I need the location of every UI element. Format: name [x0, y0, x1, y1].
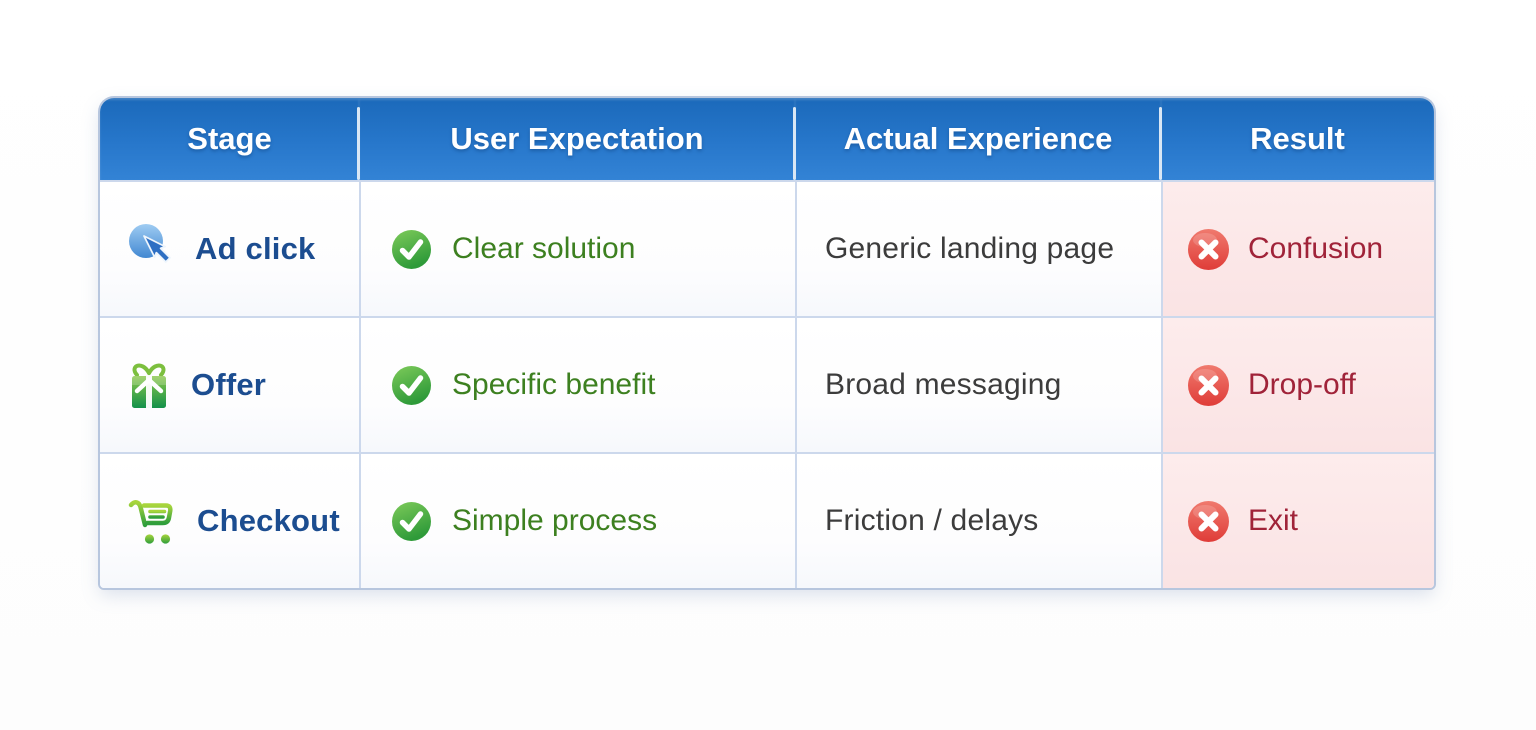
- check-circle-icon: [391, 365, 432, 406]
- stage-label: Checkout: [197, 503, 340, 538]
- comparison-table-grid: Stage User Expectation Actual Experience…: [100, 98, 1434, 588]
- stage-label: Offer: [191, 367, 267, 402]
- stage-label: Ad click: [195, 231, 316, 266]
- x-circle-icon: [1187, 500, 1230, 543]
- column-header-stage: Stage: [100, 98, 359, 180]
- row-adclick-experience-cell: Generic landing page: [795, 180, 1161, 316]
- row-offer-experience-cell: Broad messaging: [795, 316, 1161, 452]
- result-label: Drop-off: [1248, 368, 1356, 401]
- cursor-click-icon: [124, 221, 178, 277]
- check-circle-icon: [391, 501, 432, 542]
- row-checkout-experience-cell: Friction / delays: [795, 452, 1161, 588]
- row-checkout-stage-cell: Checkout: [100, 452, 359, 588]
- row-offer-expectation-cell: Specific benefit: [359, 316, 795, 452]
- result-label: Confusion: [1248, 232, 1384, 265]
- column-header-user-expectation: User Expectation: [357, 98, 795, 180]
- expectation-label: Clear solution: [452, 232, 636, 265]
- row-checkout-result-cell: Exit: [1161, 452, 1434, 588]
- column-header-stage-label: Stage: [187, 121, 272, 156]
- experience-label: Friction / delays: [825, 504, 1039, 537]
- result-label: Exit: [1248, 504, 1299, 537]
- expectation-label: Simple process: [452, 504, 658, 537]
- column-header-actual-experience: Actual Experience: [793, 98, 1161, 180]
- row-checkout-expectation-cell: Simple process: [359, 452, 795, 588]
- x-circle-icon: [1187, 228, 1230, 271]
- check-circle-icon: [391, 229, 432, 270]
- row-adclick-expectation-cell: Clear solution: [359, 180, 795, 316]
- row-offer-result-cell: Drop-off: [1161, 316, 1434, 452]
- column-header-result-label: Result: [1250, 121, 1345, 156]
- column-header-actual-experience-label: Actual Experience: [843, 121, 1113, 156]
- gift-icon: [124, 358, 174, 412]
- x-circle-icon: [1187, 364, 1230, 407]
- row-offer-stage-cell: Offer: [100, 316, 359, 452]
- comparison-table: Stage User Expectation Actual Experience…: [100, 98, 1434, 588]
- experience-label: Generic landing page: [825, 232, 1115, 265]
- row-adclick-result-cell: Confusion: [1161, 180, 1434, 316]
- cart-icon: [124, 496, 180, 546]
- expectation-label: Specific benefit: [452, 368, 656, 401]
- row-adclick-stage-cell: Ad click: [100, 180, 359, 316]
- column-header-user-expectation-label: User Expectation: [450, 121, 704, 156]
- experience-label: Broad messaging: [825, 368, 1062, 401]
- column-header-result: Result: [1159, 98, 1434, 180]
